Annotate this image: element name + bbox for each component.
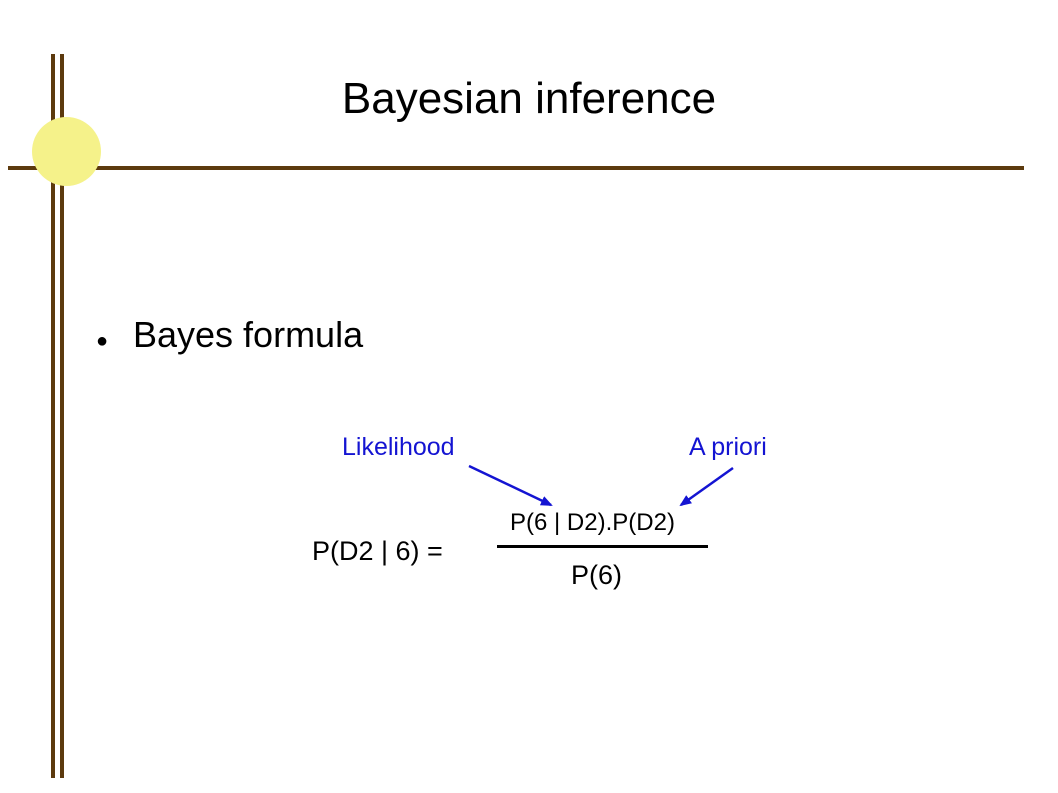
- a-priori-label: A priori: [689, 433, 767, 461]
- bullet-text: Bayes formula: [133, 314, 364, 355]
- frame-vertical-line-left: [51, 54, 55, 778]
- bullet-icon: ●: [96, 330, 109, 352]
- frame-vertical-line-right: [60, 54, 64, 778]
- formula-denominator: P(6): [571, 560, 623, 590]
- formula-lhs: P(D2 | 6) =: [312, 536, 443, 566]
- likelihood-label: Likelihood: [342, 433, 455, 461]
- a-priori-arrow: [679, 466, 734, 507]
- likelihood-arrow: [468, 464, 553, 507]
- decorative-circle: [32, 117, 101, 186]
- frame-horizontal-line: [8, 166, 1024, 170]
- formula-numerator: P(6 | D2).P(D2): [510, 509, 675, 536]
- slide-title: Bayesian inference: [341, 74, 717, 123]
- fraction-bar: [497, 545, 708, 548]
